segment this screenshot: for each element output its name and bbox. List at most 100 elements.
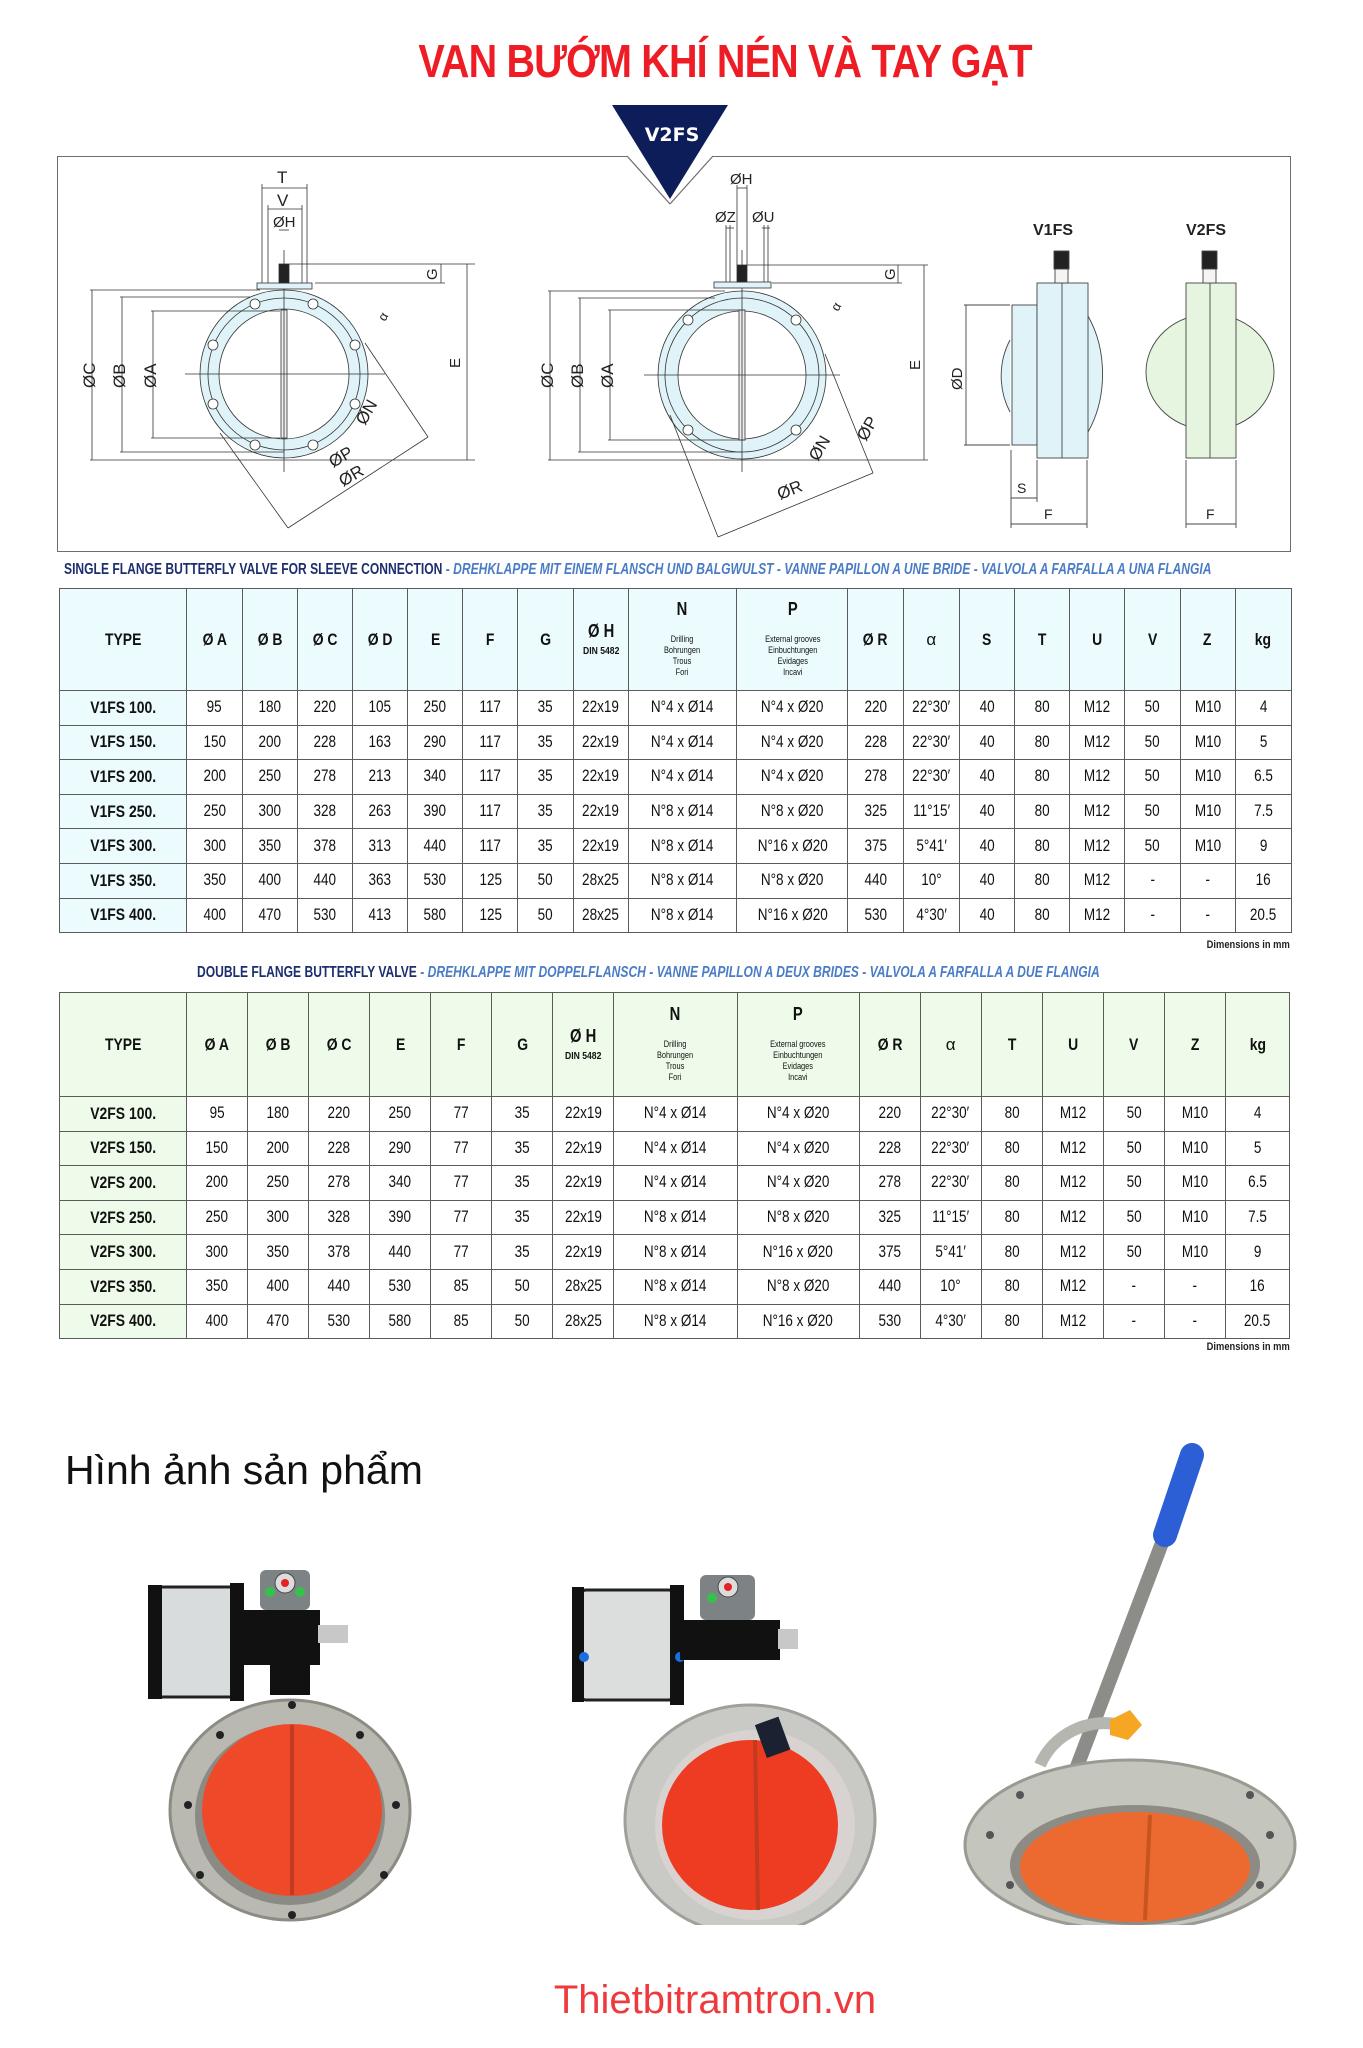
value-cell: 50 xyxy=(1124,793,1181,830)
value-cell: 40 xyxy=(958,724,1016,761)
value-cell: 250 xyxy=(241,759,298,795)
value-cell: 163 xyxy=(351,724,409,761)
value-cell: M12 xyxy=(1069,897,1126,934)
value-cell: 35 xyxy=(517,724,574,761)
value-cell: M10 xyxy=(1163,1096,1226,1132)
value-cell: 125 xyxy=(462,897,519,934)
value-cell: 580 xyxy=(407,897,464,934)
svg-text:G: G xyxy=(882,268,899,280)
type-cell: V1FS 350. xyxy=(58,862,188,899)
value-cell: 80 xyxy=(980,1096,1043,1132)
value-cell: 278 xyxy=(847,759,904,795)
value-cell: N°16 x Ø20 xyxy=(736,1234,860,1270)
value-cell: M10 xyxy=(1179,724,1236,761)
value-cell: 470 xyxy=(247,1303,310,1340)
value-cell: M10 xyxy=(1179,690,1236,726)
svg-text:ØH: ØH xyxy=(273,214,296,231)
table2-caption: DOUBLE FLANGE BUTTERFLY VALVE - DREHKLAP… xyxy=(197,964,1100,982)
value-cell: 50 xyxy=(517,897,574,934)
table1-caption-alt: - DREHKLAPPE MIT EINEM FLANSCH UND BALGW… xyxy=(442,561,1212,578)
col-z: Z xyxy=(1163,992,1226,1097)
svg-text:S: S xyxy=(1017,480,1026,496)
value-cell: 117 xyxy=(462,690,519,726)
value-cell: 7.5 xyxy=(1224,1199,1291,1236)
svg-text:ØH: ØH xyxy=(730,171,753,188)
table1-dimensions-note: Dimensions in mm xyxy=(1206,939,1290,951)
value-cell: - xyxy=(1124,897,1181,934)
svg-text:ØA: ØA xyxy=(598,363,617,388)
product-photos-heading: Hình ảnh sản phẩm xyxy=(65,1447,423,1493)
svg-text:ØA: ØA xyxy=(141,363,160,388)
value-cell: 11°15′ xyxy=(902,793,960,830)
value-cell: M10 xyxy=(1163,1199,1226,1236)
value-cell: N°4 x Ø14 xyxy=(613,1096,738,1132)
value-cell: 22x19 xyxy=(552,1199,615,1236)
svg-text:ØC: ØC xyxy=(80,363,99,389)
frame-top-border-left xyxy=(57,156,627,157)
value-cell: 22°30′ xyxy=(919,1096,982,1132)
value-cell: 5 xyxy=(1224,1130,1291,1167)
value-cell: 22x19 xyxy=(572,793,629,830)
value-cell: 220 xyxy=(296,690,353,726)
product-photo-pneumatic-angled xyxy=(572,1575,877,1925)
value-cell: 22°30′ xyxy=(902,759,960,795)
svg-text:E: E xyxy=(447,358,464,368)
value-cell: - xyxy=(1179,862,1236,899)
value-cell: 278 xyxy=(858,1165,921,1201)
value-cell: 6.5 xyxy=(1224,1165,1291,1201)
value-cell: 325 xyxy=(858,1199,921,1236)
col-s: S xyxy=(958,588,1016,691)
value-cell: 4 xyxy=(1224,1096,1291,1132)
value-cell: M12 xyxy=(1069,690,1126,726)
page-title: VAN BƯỚM KHÍ NÉN VÀ TAY GẠT xyxy=(418,35,1032,87)
value-cell: M10 xyxy=(1179,759,1236,795)
value-cell: - xyxy=(1124,862,1181,899)
value-cell: 50 xyxy=(491,1268,554,1305)
value-cell: 328 xyxy=(308,1199,371,1236)
svg-text:T: T xyxy=(277,168,287,187)
value-cell: 530 xyxy=(847,897,904,934)
value-cell: 440 xyxy=(369,1234,432,1270)
side-view-v1fs-title: V1FS xyxy=(1033,222,1073,239)
value-cell: 350 xyxy=(186,862,243,899)
value-cell: 35 xyxy=(491,1096,554,1132)
value-cell: M10 xyxy=(1163,1130,1226,1167)
value-cell: 400 xyxy=(186,1303,249,1340)
col-t: T xyxy=(980,992,1043,1097)
value-cell: N°4 x Ø14 xyxy=(613,1130,738,1167)
svg-text:α: α xyxy=(828,299,845,313)
col-v: V xyxy=(1124,588,1181,691)
value-cell: 22x19 xyxy=(572,759,629,795)
type-cell: V1FS 250. xyxy=(58,793,188,830)
value-cell: 35 xyxy=(491,1199,554,1236)
value-cell: M12 xyxy=(1041,1234,1104,1270)
value-cell: 22x19 xyxy=(552,1130,615,1167)
footer-website[interactable]: Thietbitramtron.vn xyxy=(553,1978,877,2022)
product-photo-pneumatic-front xyxy=(148,1570,412,1922)
value-cell: 50 xyxy=(1102,1199,1165,1236)
value-cell: N°4 x Ø14 xyxy=(627,724,738,761)
value-cell: 50 xyxy=(1124,828,1181,864)
value-cell: 180 xyxy=(241,690,298,726)
value-cell: N°16 x Ø20 xyxy=(736,1303,860,1340)
type-cell: V2FS 400. xyxy=(58,1303,188,1340)
value-cell: N°16 x Ø20 xyxy=(736,897,849,934)
table2-caption-main: DOUBLE FLANGE BUTTERFLY VALVE xyxy=(197,964,417,981)
value-cell: M12 xyxy=(1069,862,1126,899)
value-cell: 22°30′ xyxy=(902,724,960,761)
value-cell: 250 xyxy=(369,1096,432,1132)
value-cell: 5 xyxy=(1234,724,1293,761)
value-cell: 40 xyxy=(958,828,1016,864)
value-cell: 10° xyxy=(919,1268,982,1305)
value-cell: 200 xyxy=(186,1165,249,1201)
col-u: U xyxy=(1041,992,1104,1097)
value-cell: 6.5 xyxy=(1234,759,1293,795)
value-cell: 440 xyxy=(308,1268,371,1305)
